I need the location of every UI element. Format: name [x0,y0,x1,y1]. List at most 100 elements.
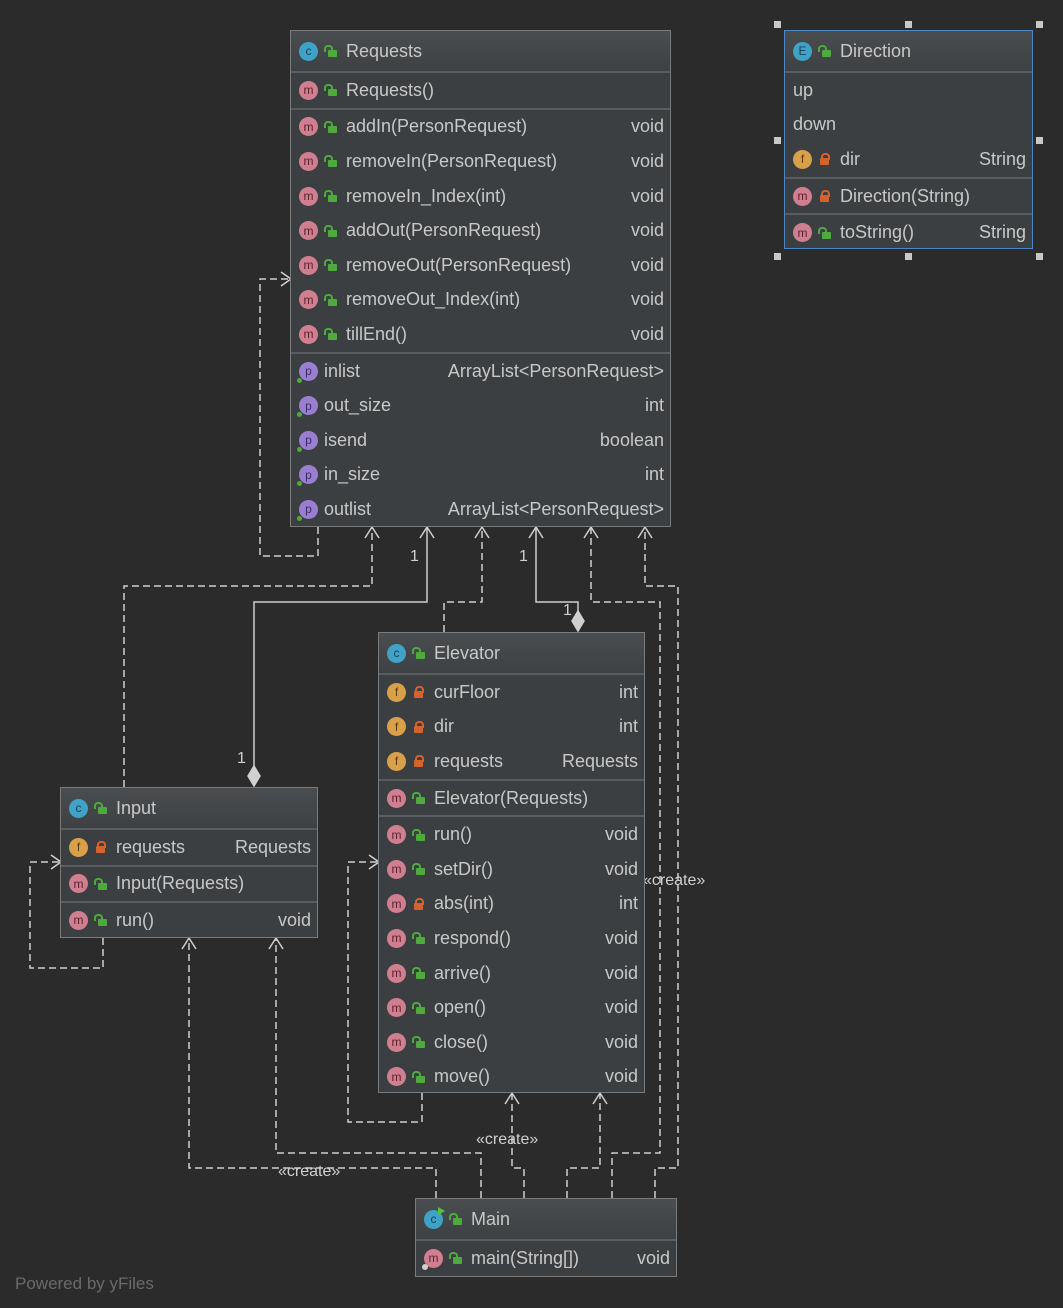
edge-main-elevator-create[interactable] [511,1094,525,1198]
enum-constant[interactable]: down [785,108,1032,143]
public-lock-icon [412,862,425,876]
member-name: curFloor [434,681,501,702]
member-name: removeIn_Index(int) [346,185,507,206]
edge-input-self[interactable] [29,861,104,969]
enum-constant[interactable]: up [785,73,1032,108]
arrowhead-open [583,525,599,539]
class-header[interactable]: c Elevator [379,633,644,675]
public-lock-icon [324,224,337,238]
edge-elevator-self[interactable] [347,861,423,1123]
edge-input-requests-composition[interactable] [253,528,428,768]
edge-requests-self[interactable] [259,278,319,557]
arrowhead-open [419,525,435,539]
edge-main-requests-dependency[interactable] [590,528,661,1198]
public-lock-icon [412,1001,425,1015]
edge-main-requests-create[interactable] [644,528,679,1198]
getter-indicator-icon [297,515,302,521]
resize-handle[interactable] [774,253,781,260]
edge-input-requests-dependency[interactable] [123,528,373,787]
public-lock-icon [324,327,337,341]
edge-main-input-create[interactable] [188,939,437,1198]
resize-handle[interactable] [1036,21,1043,28]
resize-handle[interactable] [1036,253,1043,260]
edge-main-elevator-dependency[interactable] [566,1094,601,1198]
public-lock-icon [324,120,337,134]
method-icon: m [387,1067,406,1087]
field-icon: f [387,682,406,702]
constant-name: down [793,114,837,135]
method-icon: m [299,117,318,137]
public-lock-icon [412,966,425,980]
arrowhead-open [637,525,653,539]
edge-elevator-requests-composition[interactable] [535,528,579,612]
class-header[interactable]: c Input [61,788,317,830]
class-icon: c [299,41,318,61]
method-icon: m [69,910,88,930]
class-header[interactable]: c Main [416,1199,676,1241]
member-type: String [978,148,1026,169]
enum-header[interactable]: E Direction [785,31,1032,73]
method-icon: m [387,825,406,845]
resize-handle[interactable] [905,253,912,260]
class-header[interactable]: c Requests [291,31,670,73]
public-lock-icon [818,226,831,240]
private-lock-icon [94,840,106,854]
member-name: Requests() [346,79,435,100]
method-icon: m [387,963,406,983]
property-icon: p [297,430,318,452]
resize-handle[interactable] [774,137,781,144]
public-lock-icon [449,1212,462,1226]
resize-handle[interactable] [1036,137,1043,144]
edge-main-input-dependency[interactable] [275,939,482,1198]
getter-indicator-icon [297,481,302,487]
field-icon: f [387,717,406,737]
property-icon: p [297,361,318,383]
arrowhead-open [528,525,544,539]
resize-handle[interactable] [905,21,912,28]
method-icon: m [422,1248,443,1270]
public-lock-icon [412,1035,425,1049]
edge-elevator-requests-dependency[interactable] [443,528,483,632]
resize-handle[interactable] [774,21,781,28]
